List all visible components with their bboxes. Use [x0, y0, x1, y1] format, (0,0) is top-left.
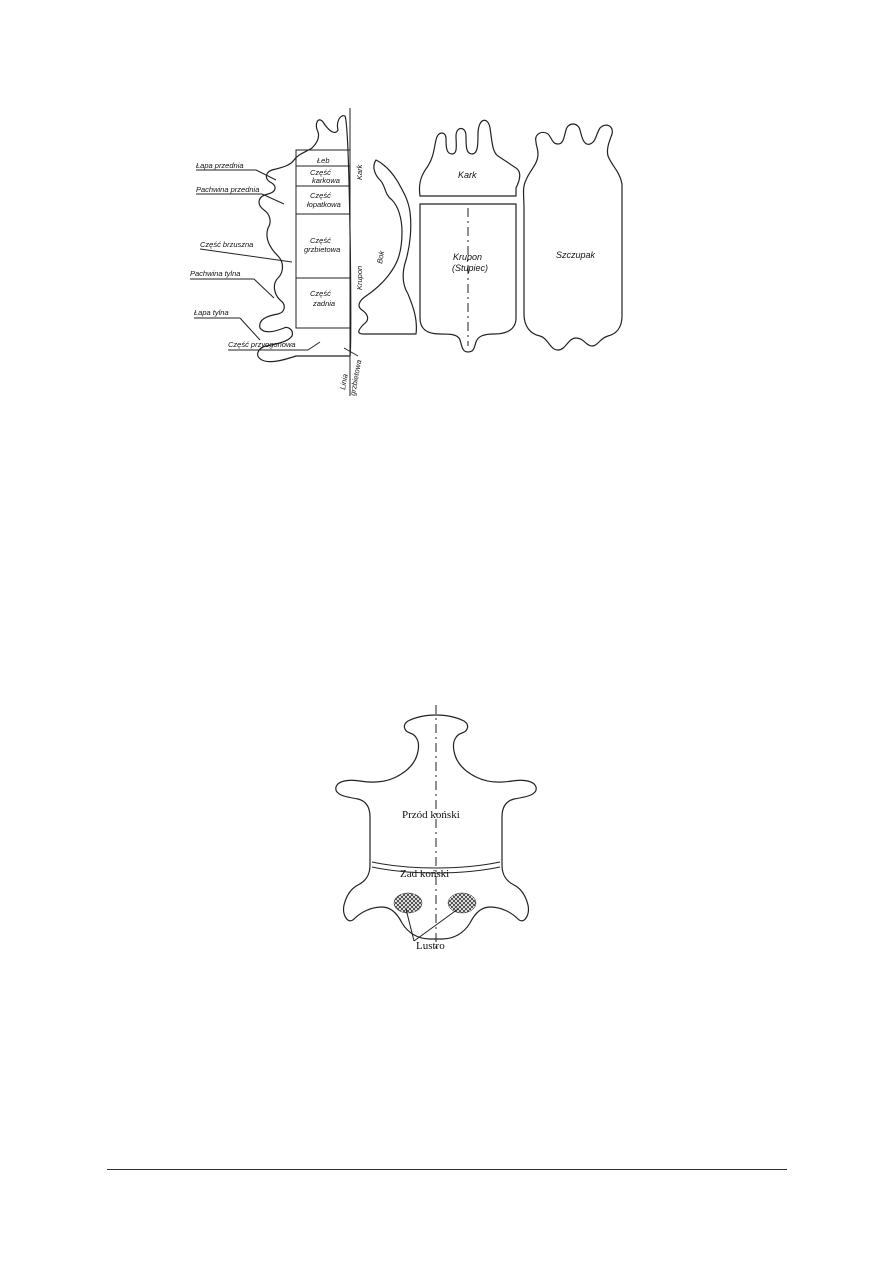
label-zad-konski: Zad koński	[400, 868, 449, 880]
label-pachwina-tylna: Pachwina tylna	[190, 269, 240, 278]
label-krupon-side: Krupon	[355, 266, 364, 290]
label-krupon-2: (Stupiec)	[452, 263, 488, 273]
lustro-left	[393, 892, 423, 914]
label-czesc-grzbietowa-2: grzbietowa	[304, 245, 340, 254]
label-przod-konski: Przód koński	[402, 809, 460, 821]
label-czesc-zadnia-1: Część	[310, 289, 331, 298]
label-czesc-lopatkowa-2: łopatkowa	[307, 200, 341, 209]
label-czesc-lopatkowa-1: Część	[310, 191, 331, 200]
lustro-right	[447, 892, 477, 914]
label-kark-side: Kark	[355, 163, 364, 180]
label-krupon-1: Krupon	[453, 252, 482, 262]
separator-line-2	[371, 866, 501, 874]
label-czesc-karkowa-2: karkowa	[312, 176, 340, 185]
szczupak-piece	[522, 123, 623, 351]
hide-cutting-svg: Łeb Część karkowa Część łopatkowa Część …	[190, 108, 623, 396]
horse-hide-svg: Przód koński Zad koński Lustro	[335, 705, 537, 952]
kark-piece	[418, 119, 521, 197]
label-bok: Bok	[375, 249, 386, 265]
label-czesc-brzuszna: Część brzuszna	[200, 240, 253, 249]
label-leb: Łeb	[317, 156, 330, 165]
label-lustro: Lustro	[416, 940, 445, 952]
separator-line-1	[371, 861, 501, 869]
bok-piece	[358, 159, 417, 335]
label-czesc-karkowa-1: Część	[310, 168, 331, 177]
label-czesc-przyogonowa: Część przyogonowa	[228, 340, 296, 349]
label-lapa-tylna: Łapa tylna	[194, 308, 229, 317]
label-kark: Kark	[458, 170, 477, 180]
label-lapa-przednia: Łapa przednia	[196, 161, 244, 170]
label-czesc-zadnia-2: zadnia	[312, 299, 335, 308]
horse-hide-diagram: Przód koński Zad koński Lustro	[330, 705, 542, 955]
label-pachwina-przednia: Pachwina przednia	[196, 185, 259, 194]
footer-rule	[107, 1169, 787, 1170]
label-szczupak: Szczupak	[556, 250, 596, 260]
hide-cutting-diagram: Łeb Część karkowa Część łopatkowa Część …	[180, 108, 625, 398]
half-hide-outline	[257, 115, 352, 363]
label-linia-grzbietowa-1: Linia	[338, 373, 350, 390]
label-czesc-grzbietowa-1: Część	[310, 236, 331, 245]
